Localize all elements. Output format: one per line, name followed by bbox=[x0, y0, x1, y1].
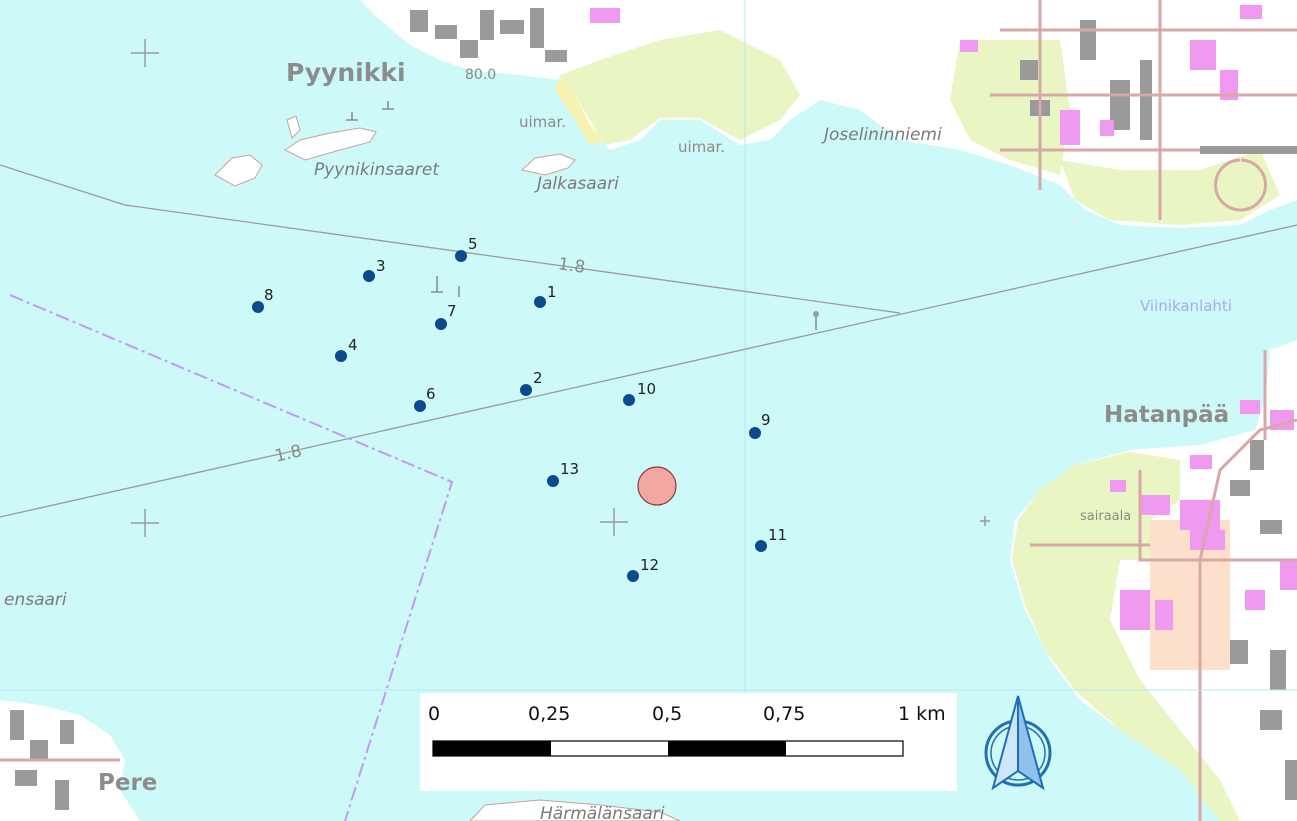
buildings-pink-south bbox=[1110, 400, 1297, 630]
park-east bbox=[950, 40, 1070, 175]
island-3 bbox=[286, 115, 301, 139]
sample-point-7[interactable] bbox=[435, 318, 447, 330]
point-label-2: 2 bbox=[533, 369, 543, 387]
island-jalkasaari bbox=[520, 153, 576, 176]
sample-point-1[interactable] bbox=[534, 296, 546, 308]
point-label-12: 12 bbox=[640, 556, 660, 574]
point-label-9: 9 bbox=[761, 411, 771, 429]
scale-label-0: 0 bbox=[428, 703, 441, 725]
buildings-north bbox=[410, 8, 1152, 140]
point-label-10: 10 bbox=[637, 380, 657, 398]
place-label-pere: Pere bbox=[98, 770, 158, 796]
sample-point-6[interactable] bbox=[414, 400, 426, 412]
point-label-8: 8 bbox=[264, 286, 274, 304]
point-label-1: 1 bbox=[547, 283, 557, 301]
buildings-south bbox=[1230, 440, 1297, 800]
label-sairaala: sairaala bbox=[1080, 509, 1132, 524]
sample-point-9[interactable] bbox=[749, 427, 761, 439]
point-label-5: 5 bbox=[468, 235, 478, 253]
center-marker[interactable] bbox=[637, 466, 677, 506]
label-harmalansaari: Härmälänsaari bbox=[540, 804, 665, 821]
grid-crosses bbox=[131, 39, 990, 537]
scale-label-075: 0,75 bbox=[763, 703, 806, 725]
point-label-6: 6 bbox=[426, 385, 436, 403]
sample-point-5[interactable] bbox=[455, 250, 467, 262]
sample-point-13[interactable] bbox=[547, 475, 559, 487]
label-joselininniemi: Joselininniemi bbox=[824, 125, 942, 145]
scale-bar-graphic bbox=[432, 740, 904, 757]
scale-label-05: 0,5 bbox=[652, 703, 683, 725]
buildings-pere bbox=[10, 710, 74, 810]
sample-point-8[interactable] bbox=[252, 301, 264, 313]
point-label-11: 11 bbox=[768, 526, 788, 544]
sample-point-12[interactable] bbox=[627, 570, 639, 582]
sample-points-layer bbox=[252, 250, 767, 582]
label-viinikanlahti: Viinikanlahti bbox=[1140, 297, 1232, 315]
label-ensaari: ensaari bbox=[4, 590, 67, 610]
point-label-3: 3 bbox=[376, 257, 386, 275]
label-pyynikinsaaret: Pyynikinsaaret bbox=[314, 160, 440, 180]
island-2 bbox=[284, 127, 377, 161]
sample-point-10[interactable] bbox=[623, 394, 635, 406]
municipal-boundary bbox=[9, 294, 454, 821]
sample-point-4[interactable] bbox=[335, 350, 347, 362]
label-elevation: 80.0 bbox=[465, 67, 497, 83]
sample-point-3[interactable] bbox=[363, 270, 375, 282]
sample-point-11[interactable] bbox=[755, 540, 767, 552]
scale-label-025: 0,25 bbox=[528, 703, 571, 725]
sample-point-2[interactable] bbox=[520, 384, 532, 396]
label-jalkasaari: Jalkasaari bbox=[537, 174, 619, 194]
beach bbox=[555, 75, 605, 145]
label-uimar-1: uimar. bbox=[519, 113, 567, 131]
fairway-lines bbox=[0, 164, 1297, 518]
place-label-pyynikki: Pyynikki bbox=[286, 58, 406, 87]
scale-label-1km: 1 km bbox=[898, 703, 946, 725]
depth-label-1: 1.8 bbox=[556, 254, 587, 278]
scale-bar: 0 0,25 0,5 0,75 1 km bbox=[420, 693, 957, 791]
place-label-hatanpaa: Hatanpää bbox=[1104, 402, 1230, 428]
land-north bbox=[360, 0, 1297, 228]
point-label-4: 4 bbox=[348, 336, 358, 354]
roads-south bbox=[1030, 350, 1297, 821]
point-label-7: 7 bbox=[447, 302, 457, 320]
label-uimar-2: uimar. bbox=[678, 138, 726, 156]
island-1 bbox=[214, 154, 263, 187]
island-harmalansaari bbox=[469, 799, 681, 821]
park-pyynikki bbox=[560, 30, 800, 145]
buildings-pink-north bbox=[590, 5, 1262, 145]
point-label-13: 13 bbox=[560, 460, 580, 478]
